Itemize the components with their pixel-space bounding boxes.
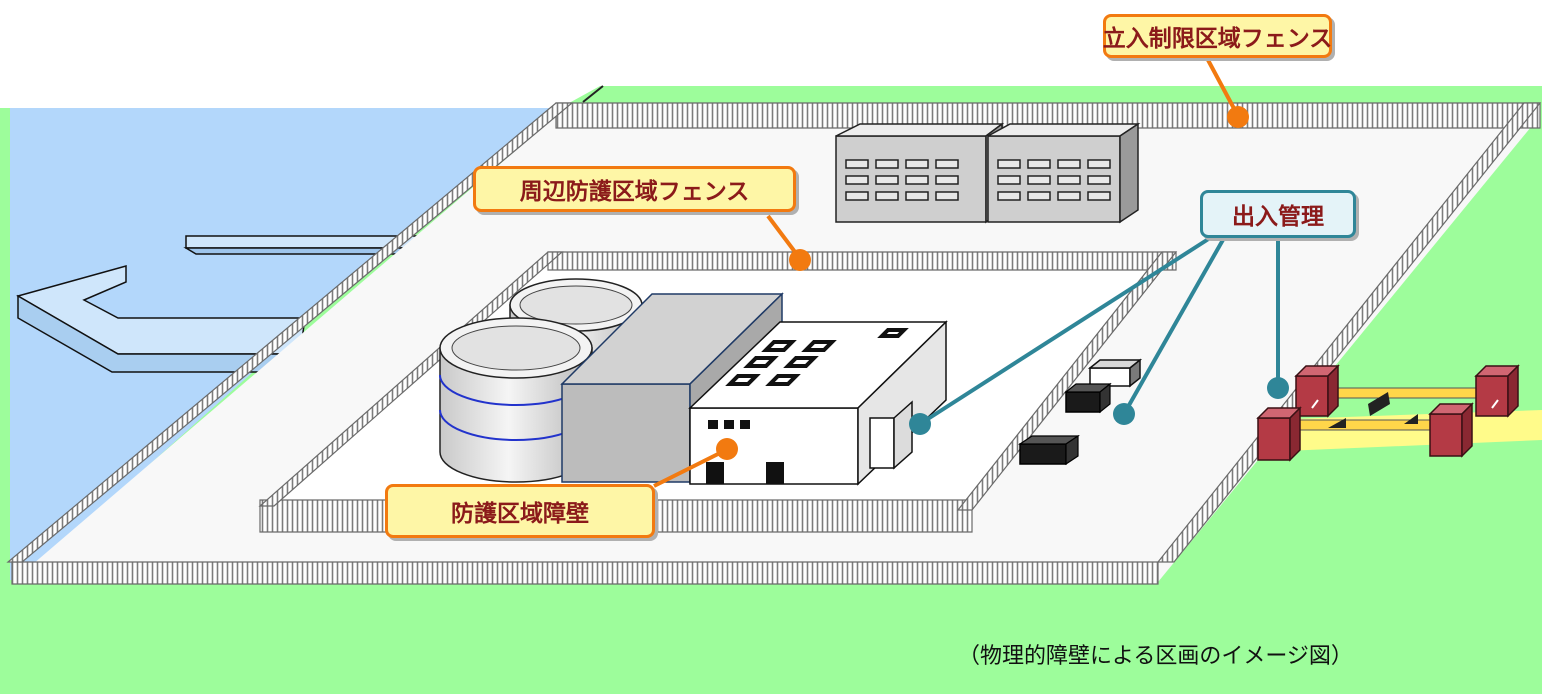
marker-restricted-fence: [1227, 106, 1249, 128]
marker-perimeter-fence: [789, 249, 811, 271]
sea: [10, 108, 560, 580]
connector-access-2: [1122, 237, 1226, 415]
checkpoint-vehicles: [1018, 358, 1143, 466]
main-building: [688, 320, 948, 486]
label-perimeter-fence: 周辺防護区域フェンス: [473, 166, 796, 212]
entrance-gate: [1256, 364, 1520, 462]
connector-protected-barrier: [653, 448, 727, 488]
reactor-building: [560, 292, 784, 484]
pier-edge-line: [582, 85, 604, 103]
connector-access-1: [918, 236, 1212, 426]
marker-access-2: [1113, 403, 1135, 425]
label-protected-area-barrier: 防護区域障壁: [385, 484, 655, 538]
connector-restricted-fence: [1206, 59, 1240, 117]
tank-front: [439, 317, 593, 483]
label-access-control: 出入管理: [1200, 190, 1356, 238]
connector-perimeter-fence: [766, 214, 800, 258]
diagram-caption: （物理的障壁による区画のイメージ図）: [958, 644, 1353, 669]
outer-fence: [6, 102, 1542, 585]
office-building-right: [987, 122, 1141, 224]
callout-connectors: [653, 59, 1289, 488]
marker-access-1: [909, 413, 931, 435]
marker-access-3: [1267, 377, 1289, 399]
office-building-left: [835, 122, 1005, 224]
label-restricted-area-fence: 立入制限区域フェンス: [1103, 14, 1332, 58]
marker-protected-barrier: [716, 438, 738, 460]
